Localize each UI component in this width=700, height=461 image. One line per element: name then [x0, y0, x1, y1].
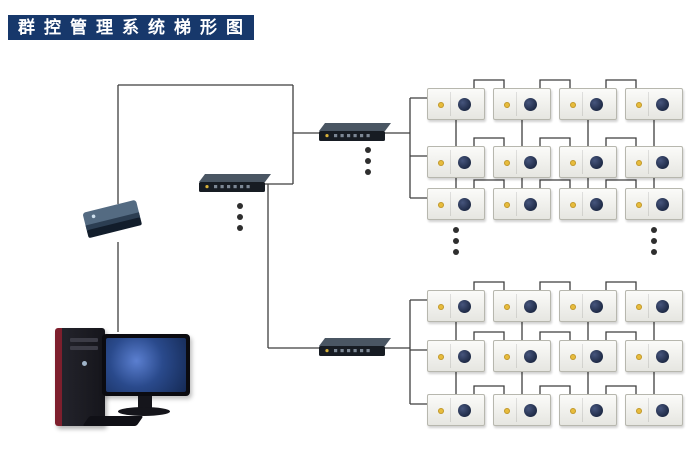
- management-computer: [50, 320, 200, 436]
- computer-keyboard: [82, 416, 144, 426]
- knob: [590, 156, 603, 169]
- led-indicator: [438, 354, 444, 360]
- controller-device: [493, 146, 551, 178]
- controller-device: [427, 340, 485, 372]
- led-indicator: [504, 102, 510, 108]
- led-indicator: [570, 160, 576, 166]
- controller-device: [559, 340, 617, 372]
- knob: [590, 350, 603, 363]
- led-indicator: [438, 102, 444, 108]
- computer-tower: [55, 328, 105, 426]
- knob: [590, 404, 603, 417]
- switch-3: [319, 338, 391, 356]
- controller-device: [559, 290, 617, 322]
- drive-bay: [70, 338, 98, 342]
- monitor-stand-base: [118, 407, 170, 416]
- knob: [656, 198, 669, 211]
- controller-device: [493, 394, 551, 426]
- controller-device: [559, 394, 617, 426]
- knob: [656, 350, 669, 363]
- knob: [524, 300, 537, 313]
- knob: [656, 156, 669, 169]
- controller-device: [427, 394, 485, 426]
- controller-device: [427, 88, 485, 120]
- led-indicator: [438, 408, 444, 414]
- ellipsis-dots: [237, 147, 657, 255]
- controller-device: [559, 88, 617, 120]
- led-indicator: [504, 304, 510, 310]
- power-button: [82, 361, 87, 366]
- knob: [590, 198, 603, 211]
- led-indicator: [438, 160, 444, 166]
- knob: [524, 156, 537, 169]
- controller-device: [625, 188, 683, 220]
- knob: [590, 300, 603, 313]
- led-indicator: [636, 160, 642, 166]
- knob: [524, 404, 537, 417]
- led-indicator: [504, 354, 510, 360]
- controller-device: [493, 88, 551, 120]
- controller-device: [625, 340, 683, 372]
- controller-device: [625, 88, 683, 120]
- controller-device: [625, 290, 683, 322]
- monitor-stand-neck: [138, 396, 152, 408]
- knob: [458, 98, 471, 111]
- knob: [656, 404, 669, 417]
- controller-device: [493, 188, 551, 220]
- connection-wires: [117, 79, 655, 405]
- computer-monitor: [102, 334, 190, 396]
- knob: [524, 98, 537, 111]
- led-indicator: [636, 408, 642, 414]
- knob: [458, 404, 471, 417]
- controller-device: [625, 146, 683, 178]
- led-indicator: [438, 202, 444, 208]
- knob: [458, 156, 471, 169]
- led-indicator: [636, 102, 642, 108]
- led-indicator: [504, 408, 510, 414]
- led-indicator: [504, 202, 510, 208]
- controller-device: [493, 340, 551, 372]
- led-indicator: [570, 354, 576, 360]
- switch-1: [199, 174, 271, 192]
- controller-device: [493, 290, 551, 322]
- knob: [524, 350, 537, 363]
- knob: [458, 350, 471, 363]
- page-title: 群控管理系统梯形图: [8, 15, 254, 40]
- led-indicator: [636, 202, 642, 208]
- led-indicator: [438, 304, 444, 310]
- led-indicator: [570, 304, 576, 310]
- switch-2: [319, 123, 391, 141]
- controller-device: [625, 394, 683, 426]
- knob: [524, 198, 537, 211]
- knob: [656, 300, 669, 313]
- controller-device: [427, 188, 485, 220]
- controller-device: [427, 146, 485, 178]
- led-indicator: [570, 202, 576, 208]
- knob: [458, 198, 471, 211]
- knob: [656, 98, 669, 111]
- controller-device: [559, 146, 617, 178]
- monitor-screen: [106, 338, 186, 392]
- controller-device: [559, 188, 617, 220]
- knob: [458, 300, 471, 313]
- led-indicator: [570, 102, 576, 108]
- led-indicator: [636, 354, 642, 360]
- led-indicator: [570, 408, 576, 414]
- controller-device: [427, 290, 485, 322]
- router: [83, 200, 142, 238]
- knob: [590, 98, 603, 111]
- led-indicator: [636, 304, 642, 310]
- drive-bay: [70, 346, 98, 350]
- led-indicator: [504, 160, 510, 166]
